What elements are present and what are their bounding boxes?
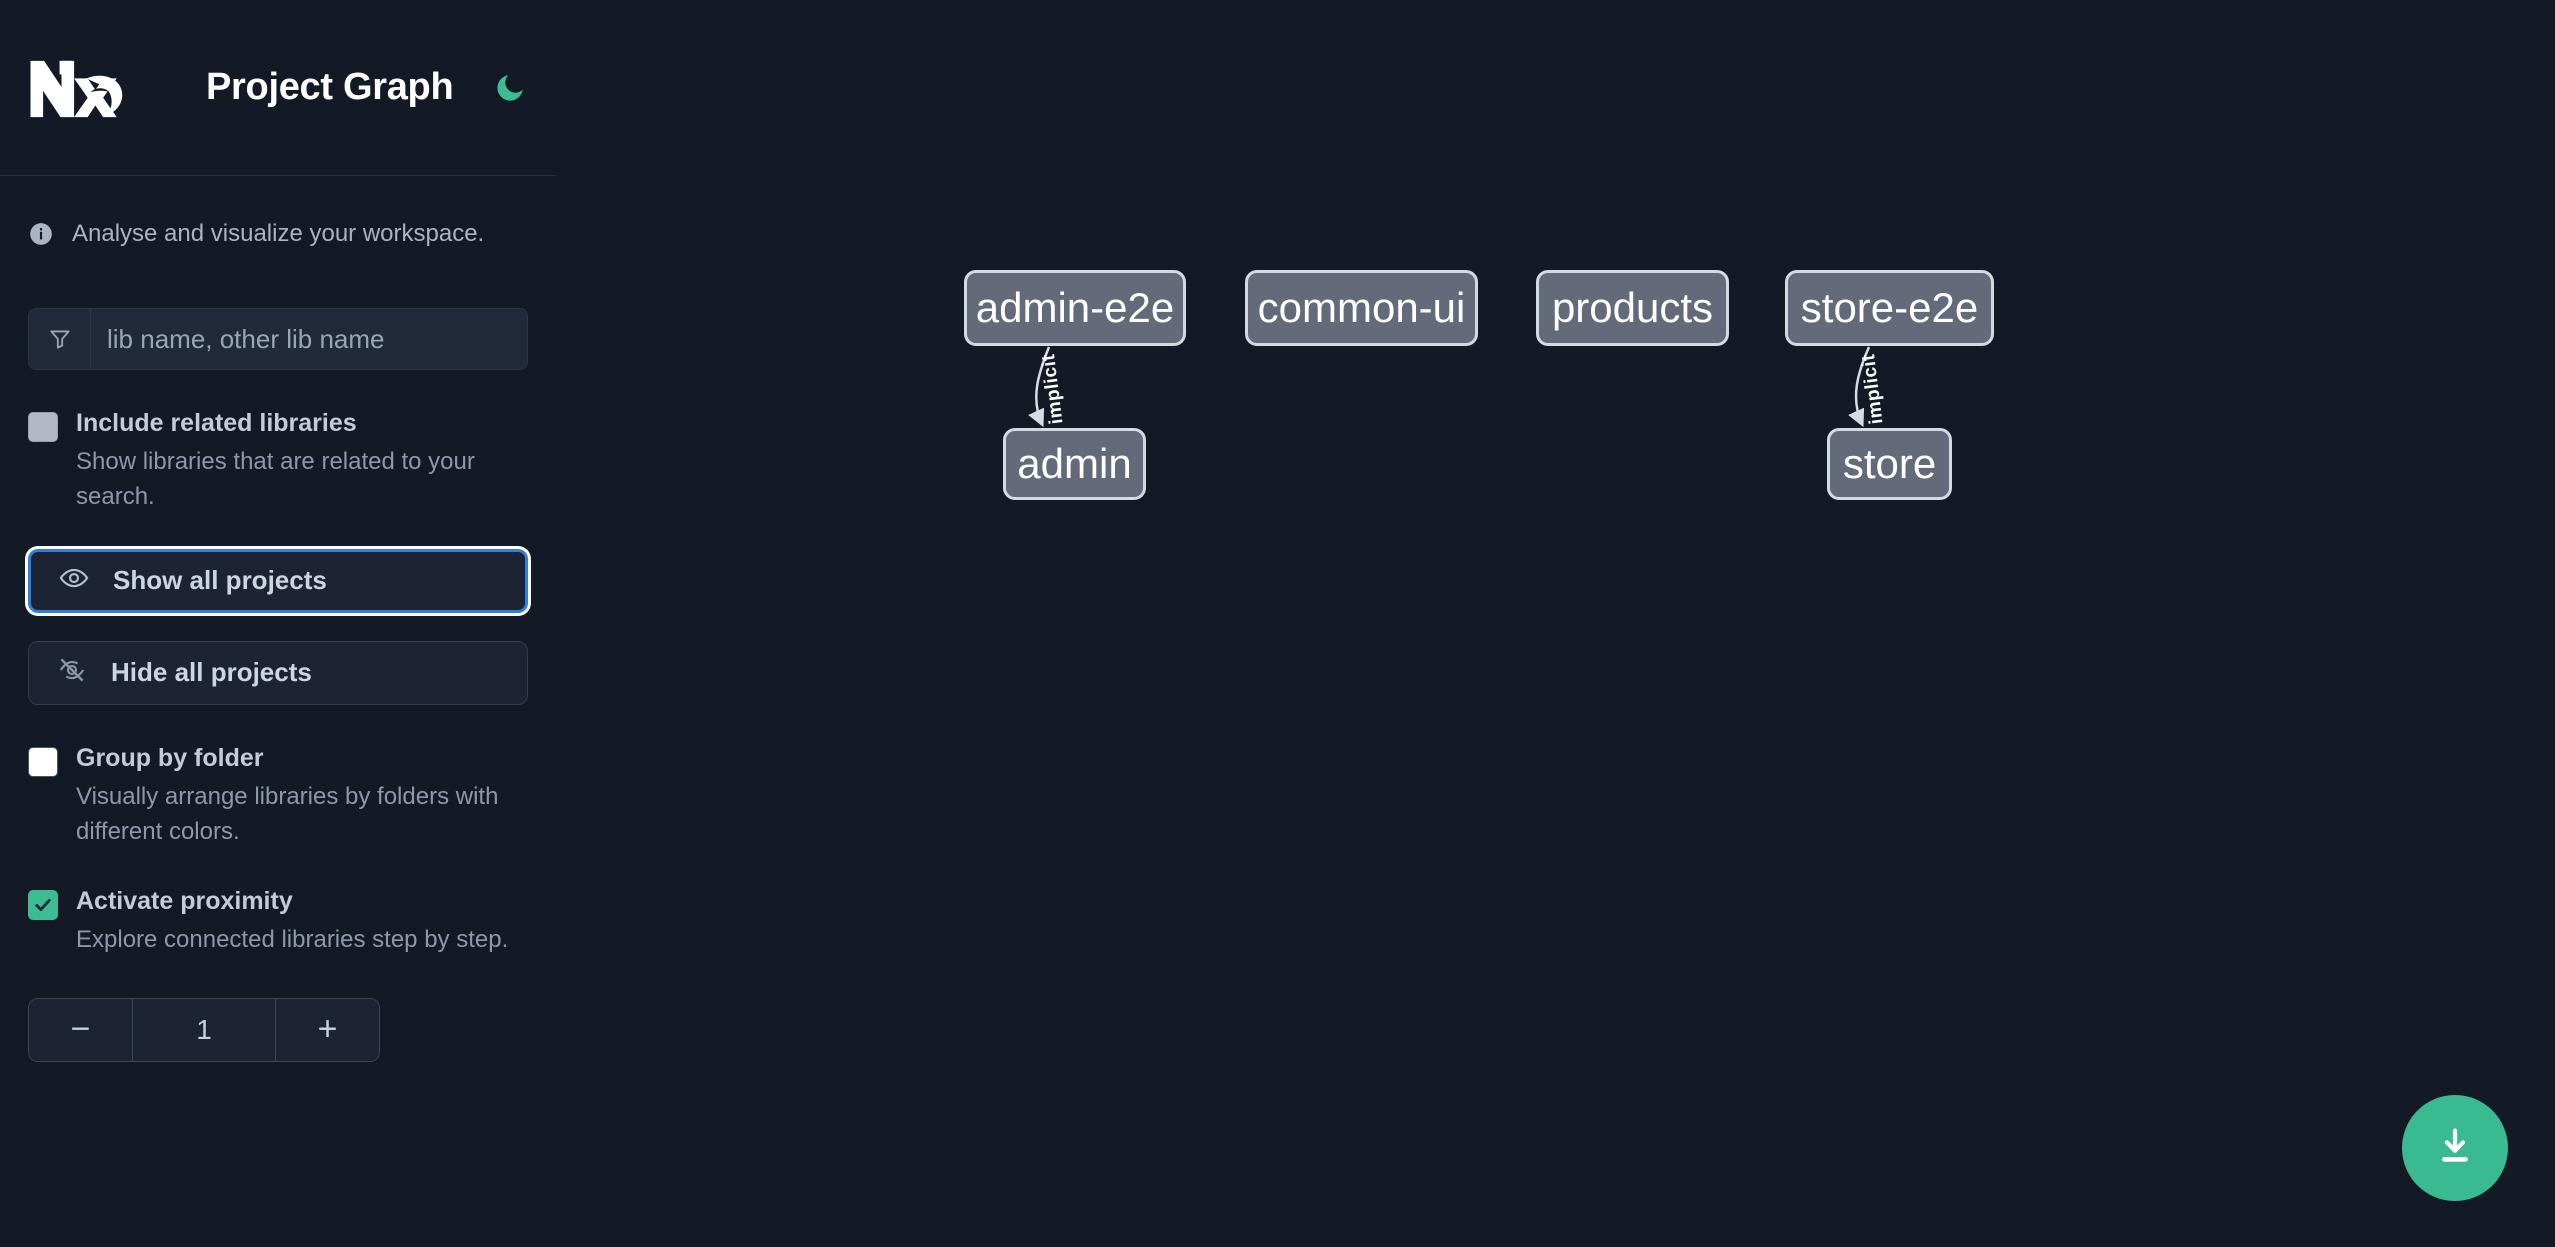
- option-description: Explore connected libraries step by step…: [76, 925, 509, 953]
- option-include-related-libraries[interactable]: Include related libraries Show libraries…: [28, 408, 528, 515]
- show-all-projects-button[interactable]: Show all projects: [28, 548, 528, 613]
- eye-icon: [59, 563, 89, 598]
- graph-node-common-ui[interactable]: common-ui: [1245, 270, 1478, 346]
- stepper-decrement-button[interactable]: −: [29, 998, 133, 1061]
- download-icon: [2432, 1123, 2478, 1174]
- graph-edges: [1028, 346, 1871, 428]
- graph-canvas[interactable]: implicit implicit admin-e2e common-ui pr…: [556, 0, 2555, 1247]
- nx-logo: [28, 57, 126, 119]
- option-label: Include related libraries: [76, 409, 357, 437]
- edge-label-implicit: implicit: [1858, 352, 1888, 426]
- download-button[interactable]: [2402, 1095, 2508, 1201]
- show-all-projects-label: Show all projects: [113, 565, 327, 596]
- edge-label-implicit: implicit: [1038, 352, 1068, 426]
- graph-node-store-e2e[interactable]: store-e2e: [1785, 270, 1994, 346]
- checkbox-group-by-folder[interactable]: [28, 746, 58, 777]
- filter-box[interactable]: [28, 308, 528, 370]
- page-title: Project Graph: [206, 66, 454, 108]
- tagline-text: Analyse and visualize your workspace.: [72, 220, 485, 247]
- hide-all-projects-button[interactable]: Hide all projects: [28, 640, 528, 705]
- sidebar-header: Project Graph: [0, 0, 556, 176]
- option-label: Activate proximity: [76, 886, 293, 915]
- option-description: Visually arrange libraries by folders wi…: [76, 783, 499, 845]
- proximity-stepper[interactable]: − 1 +: [28, 997, 380, 1062]
- tagline: Analyse and visualize your workspace.: [28, 176, 528, 264]
- info-icon: [28, 221, 54, 247]
- option-activate-proximity[interactable]: Activate proximity Explore connected lib…: [28, 886, 528, 958]
- graph-node-store[interactable]: store: [1827, 428, 1952, 500]
- graph-node-products[interactable]: products: [1536, 270, 1729, 346]
- hide-all-projects-label: Hide all projects: [111, 657, 312, 688]
- stepper-increment-button[interactable]: +: [275, 998, 379, 1061]
- option-group-by-folder[interactable]: Group by folder Visually arrange librari…: [28, 743, 528, 850]
- graph-node-admin[interactable]: admin: [1003, 428, 1146, 500]
- moon-icon[interactable]: [489, 67, 531, 109]
- stepper-value: 1: [133, 998, 275, 1061]
- search-input[interactable]: [91, 309, 527, 369]
- funnel-icon: [29, 309, 91, 369]
- option-label: Group by folder: [76, 743, 264, 772]
- eye-off-icon: [57, 655, 87, 690]
- graph-node-admin-e2e[interactable]: admin-e2e: [964, 270, 1186, 346]
- sidebar: Project Graph Analyse and visualize your…: [0, 0, 586, 1247]
- checkbox-activate-proximity[interactable]: [28, 889, 58, 920]
- sidebar-body: Analyse and visualize your workspace. In…: [0, 176, 556, 1062]
- option-description: Show libraries that are related to your …: [76, 448, 475, 511]
- checkbox-include-related-libraries[interactable]: [28, 412, 58, 442]
